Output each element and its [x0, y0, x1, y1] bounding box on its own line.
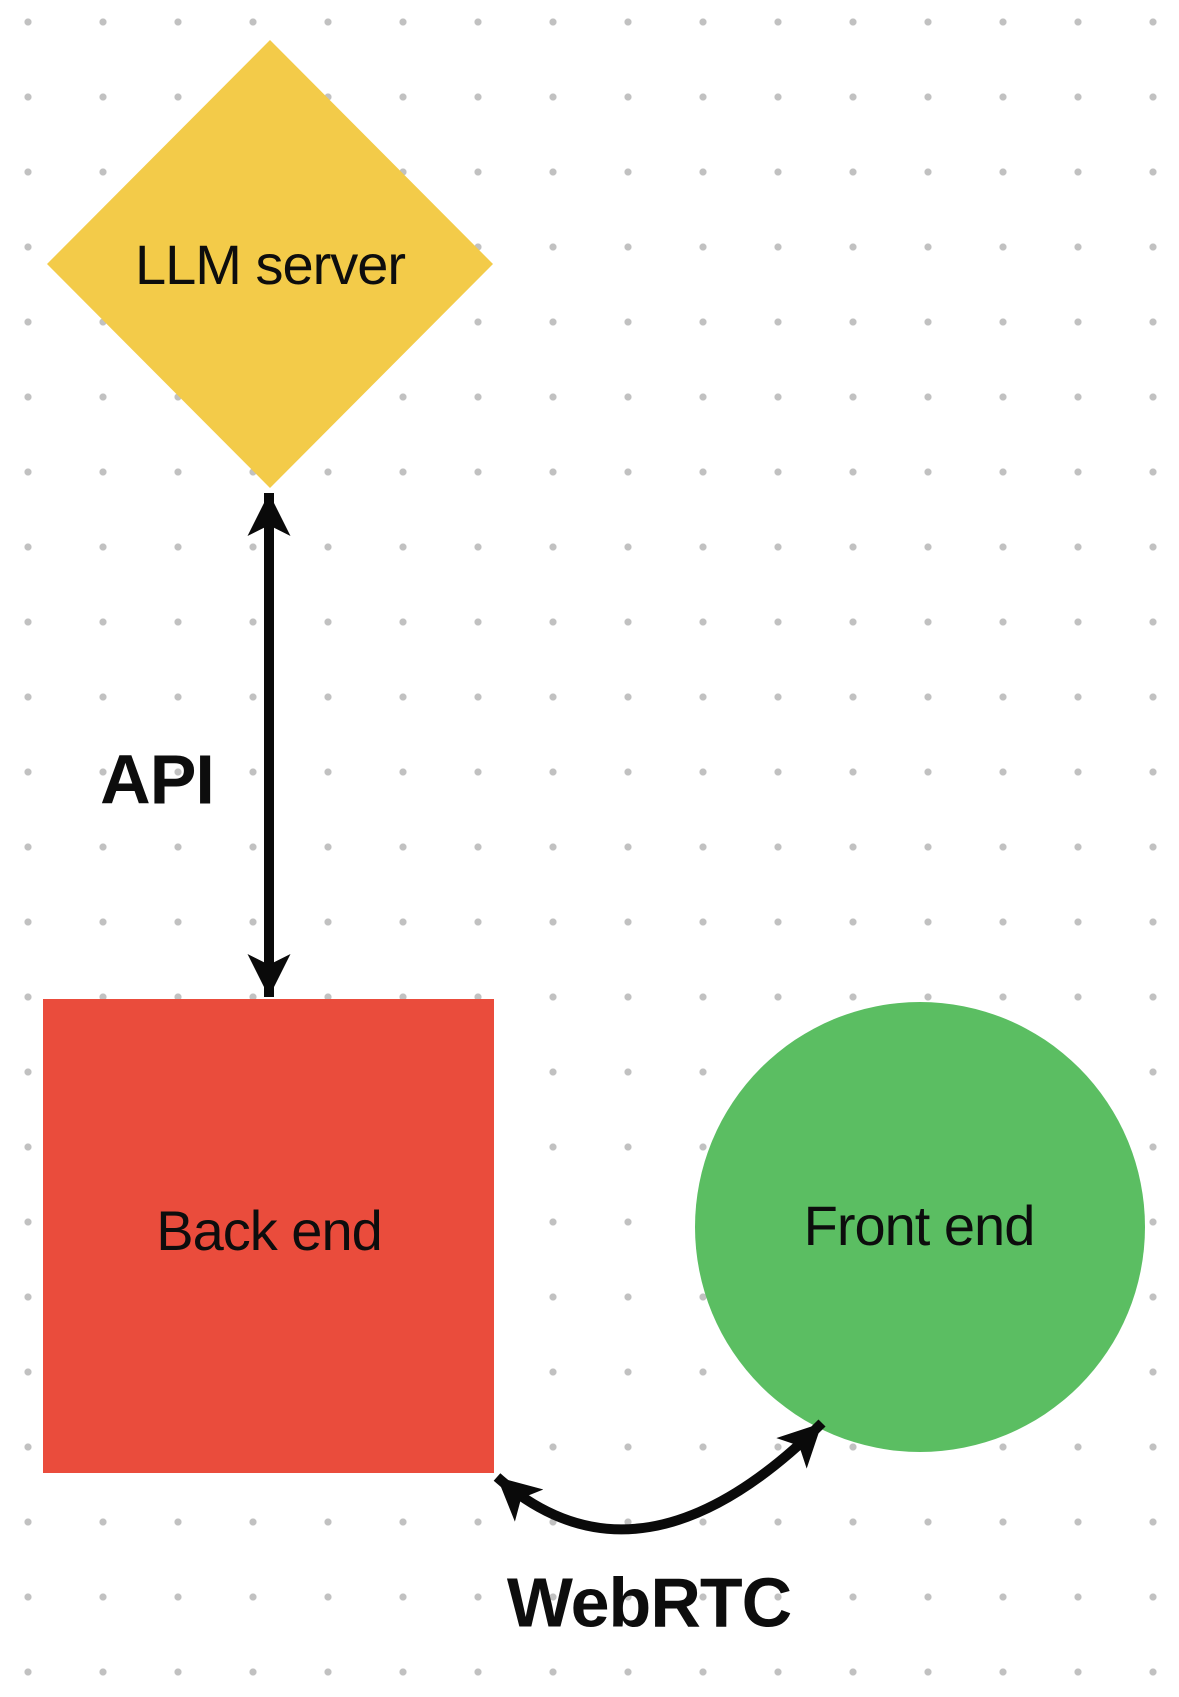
front-end-node[interactable] [695, 1002, 1145, 1452]
webrtc-connector-arrow[interactable] [493, 1419, 826, 1535]
back-end-node-label: Back end [156, 1199, 382, 1263]
llm-server-node-label: LLM server [134, 233, 406, 297]
api-connector-label[interactable]: API [100, 740, 215, 819]
webrtc-connector-label[interactable]: WebRTC [506, 1563, 792, 1642]
llm-server-node[interactable] [47, 40, 493, 488]
back-end-node[interactable] [43, 999, 494, 1473]
front-end-node-label: Front end [803, 1194, 1036, 1258]
